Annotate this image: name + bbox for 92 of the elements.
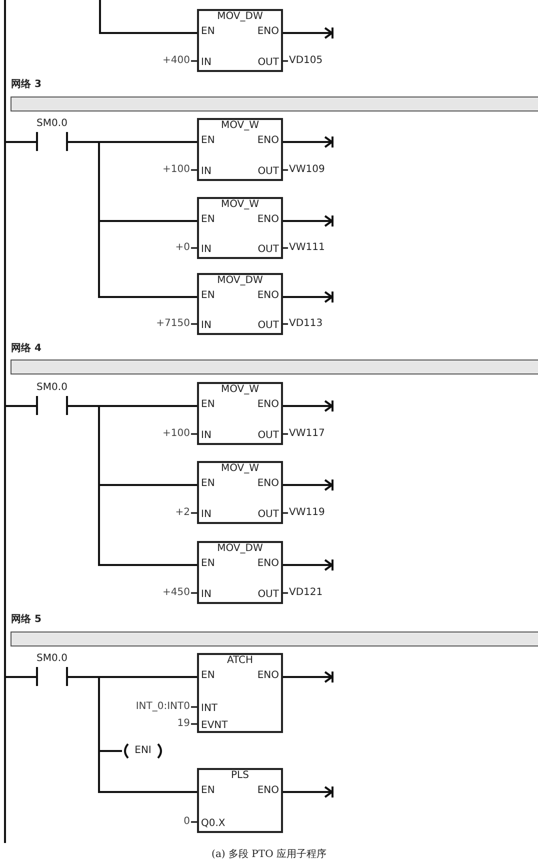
pin-label: OUT [258,430,279,442]
pin-label: ENO [257,214,279,226]
pin-label: OUT [258,320,279,332]
operand-label: VD105 [289,55,323,67]
function-block [197,197,283,259]
block-title: MOV_DW [216,11,264,23]
operand-label: +7150 [156,318,190,330]
network-heading: 网络 5 [11,614,42,626]
wire [5,676,32,678]
wire [5,405,32,407]
operand-label: VW109 [289,164,325,176]
contact-label: SM0.0 [36,118,68,130]
function-block [197,653,283,733]
pin-label: IN [201,244,212,256]
block-title: MOV_DW [216,543,264,555]
pin-label: ENO [257,26,279,38]
pin-label: EVNT [201,720,228,732]
pin-label: EN [201,214,215,226]
comment-bar [10,360,538,374]
pin-label: EN [201,558,215,570]
operand-label: +450 [162,587,190,599]
function-block [197,541,283,604]
function-block [197,461,283,524]
block-title: MOV_W [220,463,260,475]
pin-label: EN [201,26,215,38]
operand-label: VD113 [289,318,323,330]
wire [72,676,197,793]
operand-label: +100 [162,428,190,440]
pin-label: IN [201,166,212,178]
block-title: PLS [230,770,250,782]
pin-label: ENO [257,670,279,682]
operand-label: +100 [162,164,190,176]
pin-label: OUT [258,244,279,256]
wire [99,0,197,34]
operand-label: VD121 [289,587,323,599]
pin-label: IN [201,509,212,521]
network-heading: 网络 3 [11,79,42,91]
pin-label: IN [201,57,212,69]
coil-symbol [122,742,164,760]
pin-label: ENO [257,399,279,411]
pin-label: EN [201,670,215,682]
contact-symbol [32,653,72,687]
pin-label: OUT [258,57,279,69]
pin-label: EN [201,399,215,411]
pin-label: ENO [257,558,279,570]
wire [72,405,197,566]
function-block [197,118,283,181]
block-title: MOV_W [220,199,260,211]
pin-label: ENO [257,478,279,490]
pin-label: OUT [258,589,279,601]
operand-label: +2 [175,507,190,519]
pin-label: Q0.X [201,818,226,830]
operand-label: 19 [177,718,190,730]
function-block [197,273,283,335]
figure-caption: (a) 多段 PTO 应用子程序 [210,849,328,861]
block-title: ATCH [226,655,254,667]
block-title: MOV_DW [216,275,264,287]
function-block [197,382,283,445]
pin-label: ENO [257,135,279,147]
pin-label: OUT [258,166,279,178]
operand-label: VW119 [289,507,325,519]
pin-label: EN [201,478,215,490]
contact-symbol [32,382,72,416]
block-title: MOV_W [220,384,260,396]
pin-label: ENO [257,785,279,797]
pin-label: IN [201,589,212,601]
pin-label: OUT [258,509,279,521]
operand-label: +400 [162,55,190,67]
wire [72,141,197,298]
wire [5,141,32,143]
comment-bar [10,96,538,112]
pin-label: INT [201,703,218,715]
network-heading: 网络 4 [11,343,42,355]
contact-symbol [32,118,72,152]
function-block [197,768,283,833]
block-title: MOV_W [220,120,260,132]
operand-label: INT_0:INT0 [136,701,190,713]
pin-label: EN [201,135,215,147]
function-block [197,9,283,72]
coil-label: ENI [134,745,152,757]
comment-bar [10,632,538,646]
pin-label: ENO [257,290,279,302]
operand-label: +0 [175,242,190,254]
contact-label: SM0.0 [36,382,68,394]
operand-label: 0 [184,816,190,828]
pin-label: IN [201,430,212,442]
operand-label: VW117 [289,428,325,440]
contact-label: SM0.0 [36,653,68,665]
operand-label: VW111 [289,242,325,254]
pin-label: EN [201,785,215,797]
pin-label: IN [201,320,212,332]
pin-label: EN [201,290,215,302]
